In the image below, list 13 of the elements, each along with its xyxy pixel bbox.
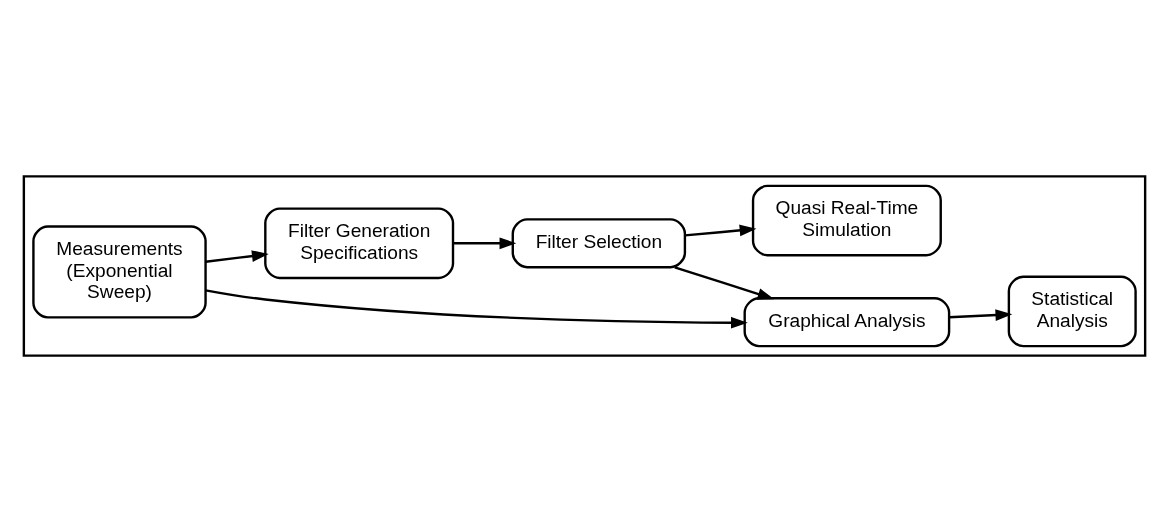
node-box: Quasi Real-Time Simulation bbox=[751, 184, 942, 257]
arrow bbox=[453, 237, 517, 250]
arrow bbox=[684, 224, 757, 237]
node-box: Measurements (Exponential Sweep) bbox=[32, 225, 207, 319]
arrow bbox=[949, 309, 1013, 321]
node-box: Filter Selection bbox=[511, 218, 687, 269]
node-box: Graphical Analysis bbox=[743, 297, 951, 348]
node-box: Statistical Analysis bbox=[1007, 275, 1137, 348]
arrow bbox=[205, 289, 748, 329]
node-box: Filter Generation Specifications bbox=[264, 207, 455, 280]
cluster bbox=[22, 175, 1147, 357]
arrow bbox=[205, 250, 269, 263]
arrow bbox=[674, 266, 775, 300]
